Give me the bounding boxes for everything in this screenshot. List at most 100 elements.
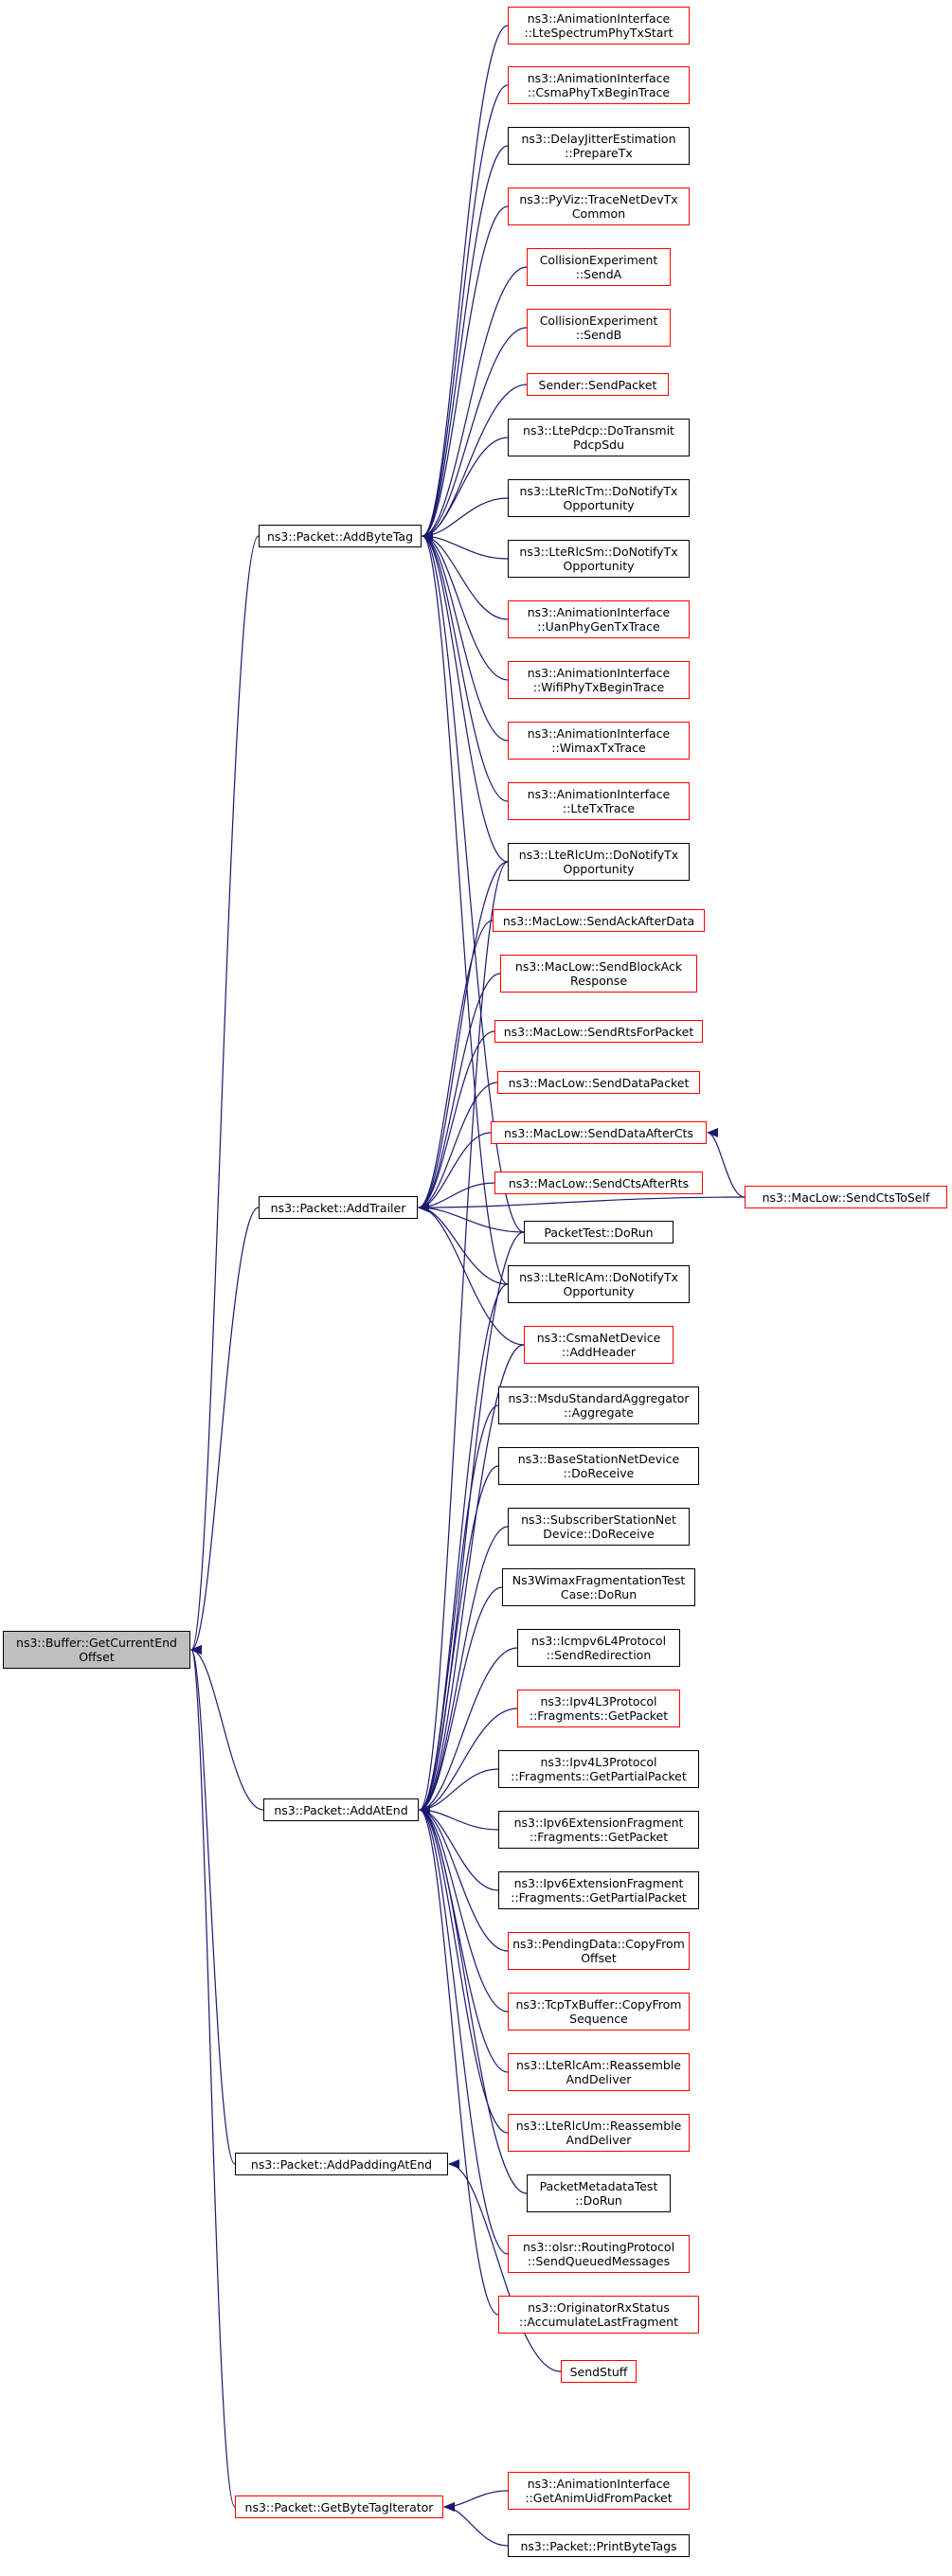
node-csmanet[interactable]: ns3::CsmaNetDevice ::AddHeader [524, 1326, 674, 1364]
node-sendstuff[interactable]: SendStuff [561, 2360, 637, 2383]
node-subscriber[interactable]: ns3::SubscriberStationNet Device::DoRece… [508, 1508, 690, 1546]
node-ltetx[interactable]: ns3::AnimationInterface ::LteTxTrace [508, 782, 690, 820]
node-label: ns3::AnimationInterface ::CsmaPhyTxBegin… [527, 71, 671, 99]
edge-sendackafter-to-addtrailer [418, 920, 494, 1212]
edge-ipv4frag-to-addatend [419, 1708, 518, 1815]
node-wifiphy[interactable]: ns3::AnimationInterface ::WifiPhyTxBegin… [508, 661, 690, 699]
node-colla[interactable]: CollisionExperiment ::SendA [527, 248, 671, 286]
node-getbytetagit[interactable]: ns3::Packet::GetByteTagIterator [235, 2496, 443, 2518]
edge-wimaxfrag-to-addatend [419, 1586, 503, 1815]
node-ipv4frag[interactable]: ns3::Ipv4L3Protocol ::Fragments::GetPack… [517, 1690, 680, 1727]
node-label: CollisionExperiment ::SendA [539, 253, 658, 281]
edge-lteumreass-to-addatend [419, 1805, 509, 2134]
edge-delayjitter-to-addbytetag [422, 145, 509, 541]
node-ltepdcp[interactable]: ns3::LtePdcp::DoTransmit PdcpSdu [508, 419, 690, 456]
node-label: ns3::LtePdcp::DoTransmit PdcpSdu [523, 423, 674, 452]
node-lteam[interactable]: ns3::LteRlcAm::DoNotifyTx Opportunity [508, 1265, 690, 1303]
node-label: ns3::LteRlcAm::Reassemble AndDeliver [515, 2058, 681, 2086]
edge-sendblockack-to-addtrailer [418, 973, 501, 1212]
edge-addatend-to-root [190, 1645, 264, 1811]
node-ltespectrum[interactable]: ns3::AnimationInterface ::LteSpectrumPhy… [508, 7, 690, 45]
node-wimaxfrag[interactable]: Ns3WimaxFragmentationTest Case::DoRun [502, 1568, 695, 1606]
node-icmpv6[interactable]: ns3::Icmpv6L4Protocol ::SendRedirection [517, 1629, 680, 1667]
node-ipv6partial[interactable]: ns3::Ipv6ExtensionFragment ::Fragments::… [498, 1871, 699, 1909]
node-sendctstoself[interactable]: ns3::MacLow::SendCtsToSelf [745, 1186, 947, 1208]
node-ltesm[interactable]: ns3::LteRlcSm::DoNotifyTx Opportunity [508, 540, 690, 578]
node-lteum[interactable]: ns3::LteRlcUm::DoNotifyTx Opportunity [508, 843, 690, 881]
edge-getbytetagit-to-root [190, 1645, 236, 2508]
node-label: ns3::Packet::GetByteTagIterator [244, 2499, 434, 2514]
node-ipv4partial[interactable]: ns3::Ipv4L3Protocol ::Fragments::GetPart… [498, 1750, 699, 1788]
edge-lteum-to-addatend [419, 861, 509, 1815]
edge-tcptx-to-addatend [419, 1805, 509, 2012]
node-originator[interactable]: ns3::OriginatorRxStatus ::AccumulateLast… [498, 2296, 699, 2334]
edge-packettest-to-addtrailer [418, 1203, 525, 1233]
edge-getanimuid-to-getbytetagit [443, 2490, 509, 2512]
node-ltetm[interactable]: ns3::LteRlcTm::DoNotifyTx Opportunity [508, 479, 690, 517]
node-addpadding[interactable]: ns3::Packet::AddPaddingAtEnd [235, 2153, 448, 2175]
node-sender[interactable]: Sender::SendPacket [527, 373, 669, 396]
node-pktmeta[interactable]: PacketMetadataTest ::DoRun [527, 2174, 671, 2212]
edge-wifiphy-to-addbytetag [422, 531, 509, 681]
edge-sendctstoself-to-addtrailer [418, 1196, 745, 1212]
node-label: ns3::MacLow::SendRtsForPacket [503, 1024, 694, 1039]
node-label: ns3::BaseStationNetDevice ::DoReceive [517, 1452, 680, 1480]
edge-lteum-to-addtrailer [418, 861, 509, 1212]
node-tcptx[interactable]: ns3::TcpTxBuffer::CopyFrom Sequence [508, 1993, 690, 2030]
node-uanphy[interactable]: ns3::AnimationInterface ::UanPhyGenTxTra… [508, 600, 690, 638]
node-label: ns3::MacLow::SendAckAfterData [502, 913, 695, 928]
edge-pyviz-to-addbytetag [422, 206, 509, 541]
node-label: ns3::Packet::AddByteTag [266, 528, 414, 544]
edge-colla-to-addbytetag [422, 266, 528, 541]
edge-sendrts-to-addtrailer [418, 1030, 495, 1212]
node-sendrts[interactable]: ns3::MacLow::SendRtsForPacket [494, 1020, 703, 1043]
node-delayjitter[interactable]: ns3::DelayJitterEstimation ::PrepareTx [508, 127, 690, 165]
node-root: ns3::Buffer::GetCurrentEnd Offset [3, 1631, 190, 1669]
node-label: ns3::LteRlcUm::Reassemble AndDeliver [515, 2119, 682, 2147]
edge-sendctstoself-to-senddataaftercts [707, 1128, 745, 1198]
node-lteumreass[interactable]: ns3::LteRlcUm::Reassemble AndDeliver [508, 2114, 690, 2152]
node-pendingdata[interactable]: ns3::PendingData::CopyFrom Offset [508, 1932, 690, 1970]
node-label: ns3::MacLow::SendBlockAck Response [514, 959, 683, 988]
edge-senddata-to-addtrailer [418, 1082, 498, 1212]
edge-msdu-to-addatend [419, 1404, 499, 1815]
node-label: ns3::MsduStandardAggregator ::Aggregate [508, 1391, 690, 1420]
node-sendblockack[interactable]: ns3::MacLow::SendBlockAck Response [500, 955, 697, 993]
node-sendackafter[interactable]: ns3::MacLow::SendAckAfterData [493, 909, 705, 932]
node-addtrailer[interactable]: ns3::Packet::AddTrailer [259, 1196, 418, 1219]
node-msdu[interactable]: ns3::MsduStandardAggregator ::Aggregate [498, 1386, 699, 1424]
node-label: ns3::LteRlcSm::DoNotifyTx Opportunity [519, 545, 678, 573]
node-csmaphy[interactable]: ns3::AnimationInterface ::CsmaPhyTxBegin… [508, 66, 690, 104]
node-label: PacketTest::DoRun [544, 1225, 654, 1240]
node-wimaxtx[interactable]: ns3::AnimationInterface ::WimaxTxTrace [508, 722, 690, 760]
node-label: ns3::Packet::AddTrailer [270, 1200, 406, 1215]
node-label: Ns3WimaxFragmentationTest Case::DoRun [512, 1573, 686, 1601]
node-lteamreass[interactable]: ns3::LteRlcAm::Reassemble AndDeliver [508, 2053, 690, 2091]
node-label: ns3::LteRlcUm::DoNotifyTx Opportunity [518, 848, 679, 876]
node-packettest[interactable]: PacketTest::DoRun [524, 1221, 674, 1243]
node-label: ns3::PendingData::CopyFrom Offset [512, 1937, 685, 1965]
node-label: ns3::MacLow::SendCtsAfterRts [508, 1175, 690, 1190]
node-sendctsafterrts[interactable]: ns3::MacLow::SendCtsAfterRts [494, 1172, 703, 1194]
node-addbytetag[interactable]: ns3::Packet::AddByteTag [259, 525, 422, 547]
node-basestation[interactable]: ns3::BaseStationNetDevice ::DoReceive [498, 1447, 699, 1485]
node-label: Sender::SendPacket [538, 377, 657, 392]
node-label: ns3::Packet::PrintByteTags [520, 2538, 677, 2553]
node-collb[interactable]: CollisionExperiment ::SendB [527, 309, 671, 347]
node-getanimuid[interactable]: ns3::AnimationInterface ::GetAnimUidFrom… [508, 2472, 690, 2510]
node-senddata[interactable]: ns3::MacLow::SendDataPacket [497, 1071, 700, 1094]
edge-icmpv6-to-addatend [419, 1647, 518, 1815]
node-addatend[interactable]: ns3::Packet::AddAtEnd [263, 1798, 419, 1821]
node-label: ns3::PyViz::TraceNetDevTx Common [519, 192, 678, 221]
node-olsr[interactable]: ns3::olsr::RoutingProtocol ::SendQueuedM… [508, 2235, 690, 2273]
edge-ltetx-to-addbytetag [422, 531, 509, 802]
node-label: ns3::MacLow::SendCtsToSelf [762, 1190, 930, 1205]
node-senddataaftercts[interactable]: ns3::MacLow::SendDataAfterCts [491, 1121, 707, 1144]
node-label: ns3::LteRlcTm::DoNotifyTx Opportunity [519, 484, 678, 512]
node-printbytetags[interactable]: ns3::Packet::PrintByteTags [508, 2534, 690, 2557]
node-pyviz[interactable]: ns3::PyViz::TraceNetDevTx Common [508, 188, 690, 225]
node-ipv6frag[interactable]: ns3::Ipv6ExtensionFragment ::Fragments::… [498, 1811, 699, 1849]
node-label: ns3::AnimationInterface ::GetAnimUidFrom… [525, 2477, 673, 2505]
node-label: ns3::LteRlcAm::DoNotifyTx Opportunity [519, 1270, 678, 1298]
